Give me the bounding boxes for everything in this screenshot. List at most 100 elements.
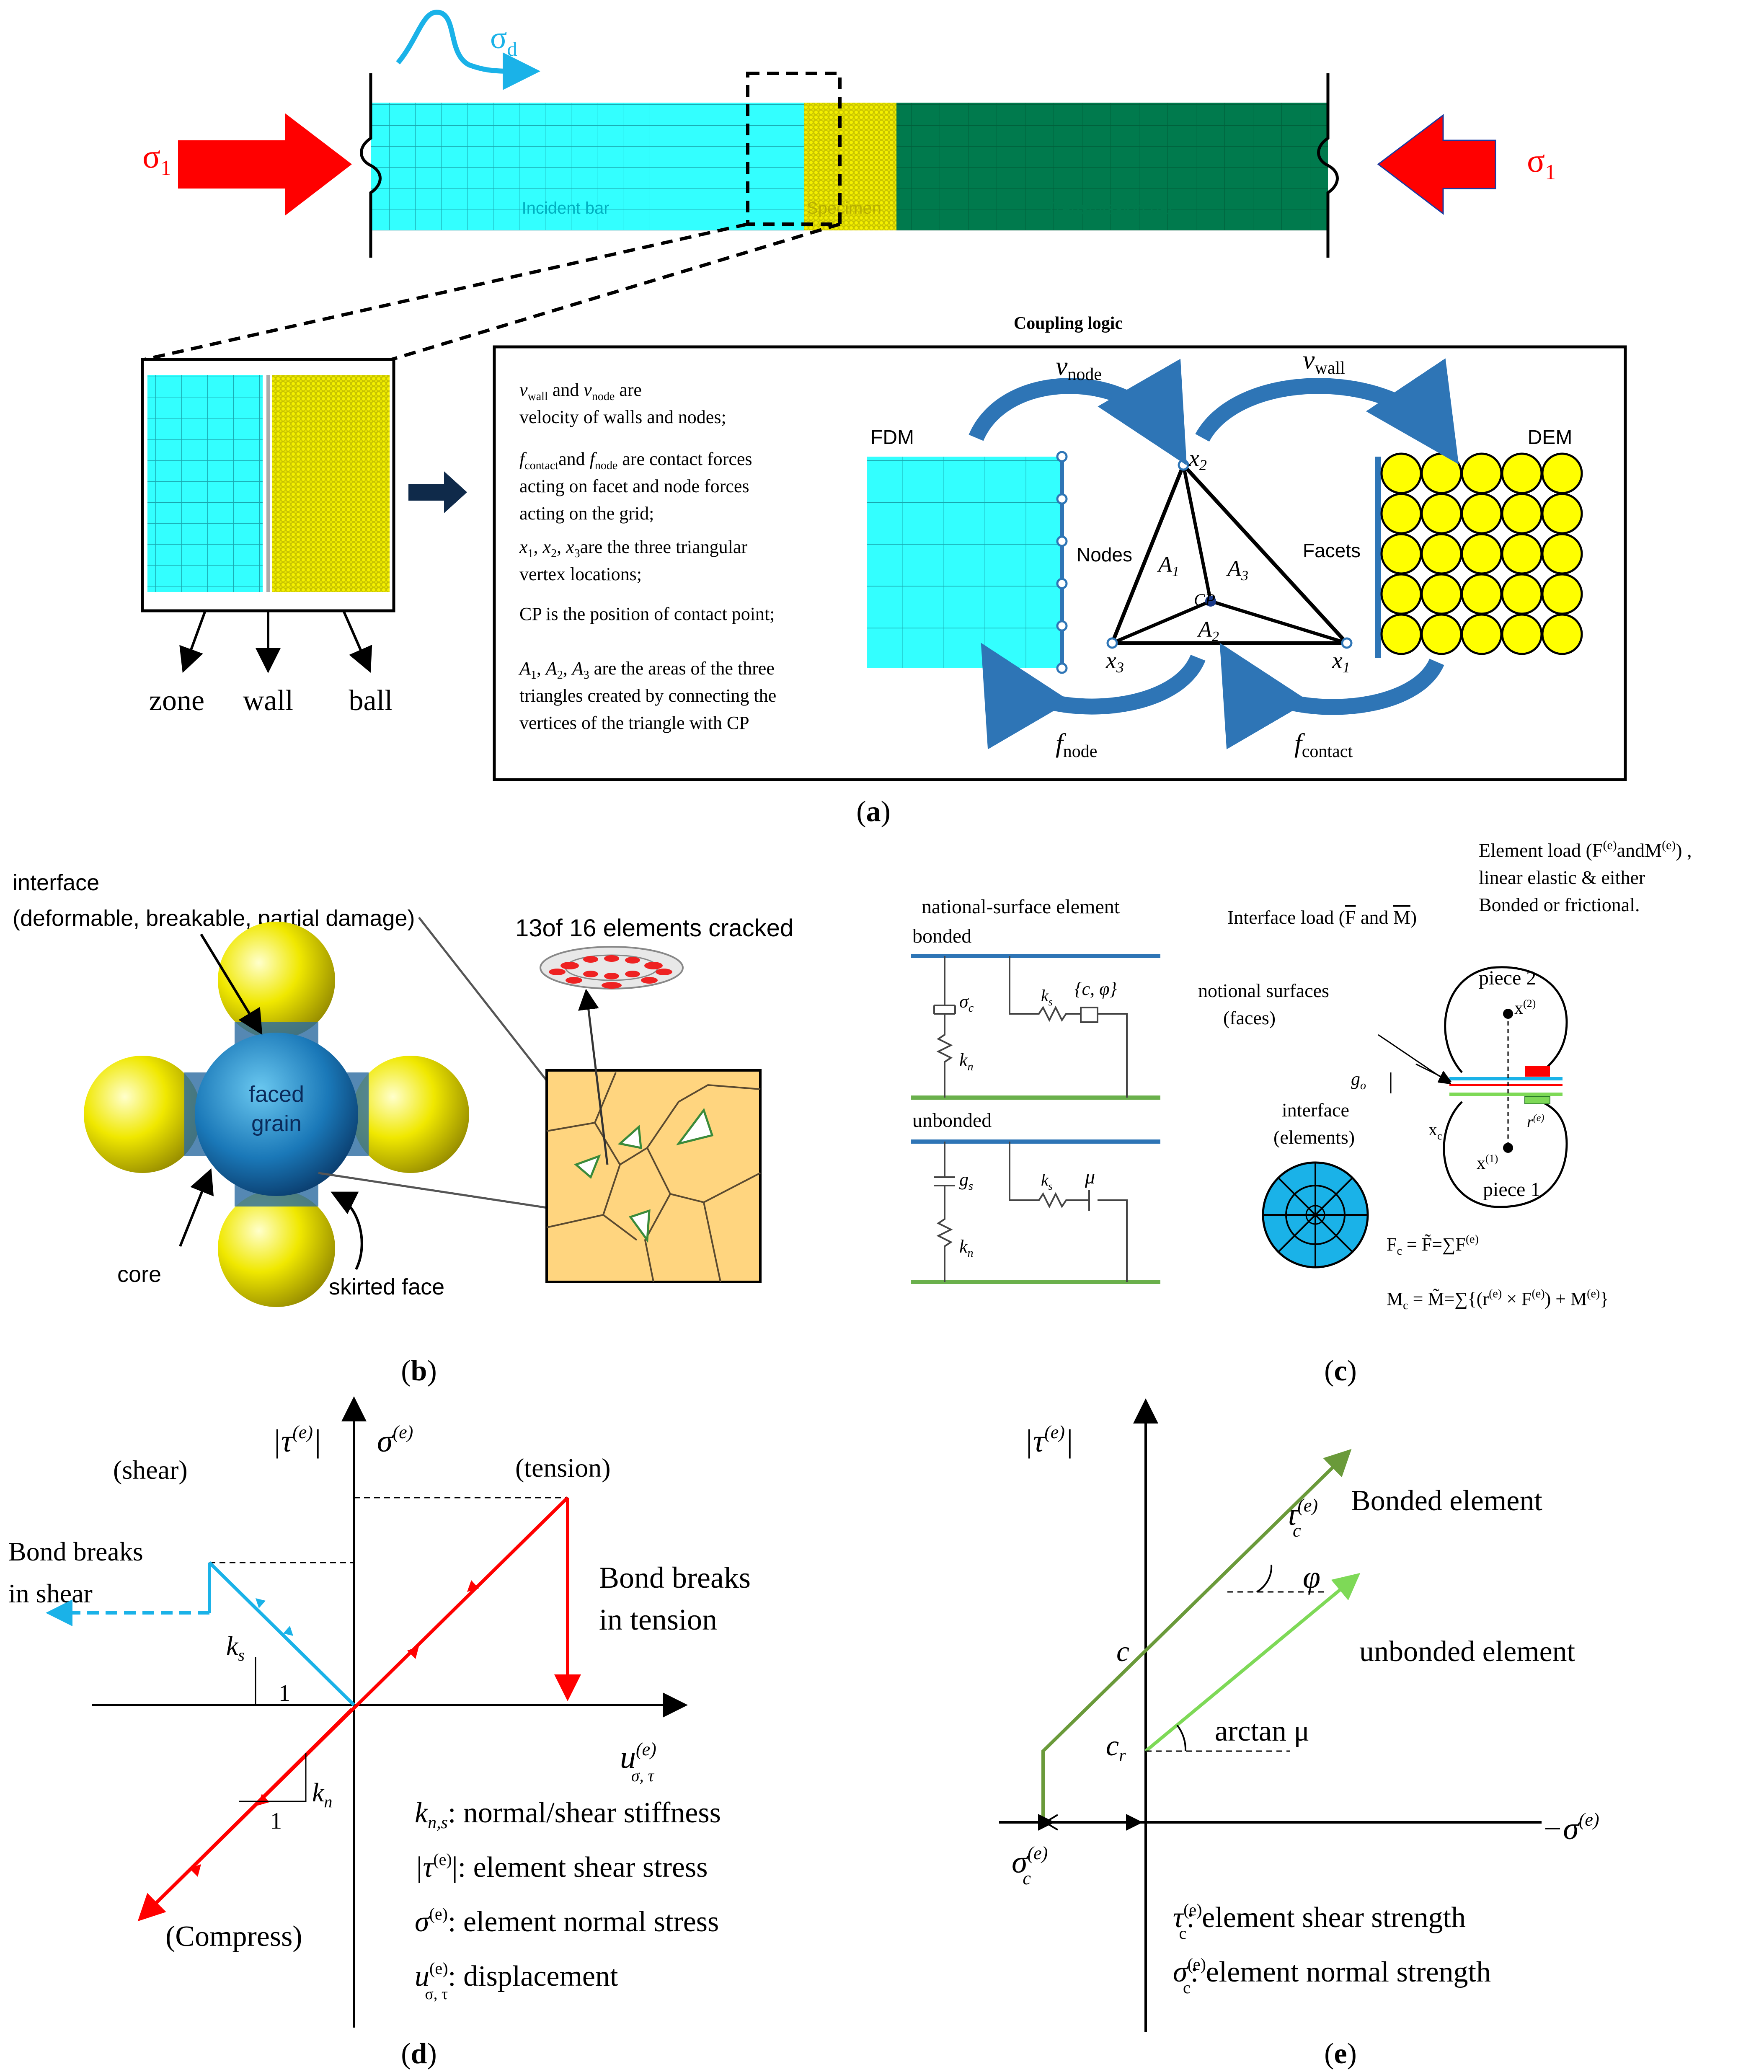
tau-axis-label: |τ(e)| [272,1422,322,1459]
caption-d: (d) [401,2038,437,2070]
crack-box [545,1069,762,1283]
unbonded-label: unbonded [912,1109,992,1132]
legend-e-1: τ(e)c: element shear strength [1173,1900,1466,1943]
fdm-node [1056,493,1068,505]
c-label: c [1116,1635,1129,1668]
dem-ball [1501,573,1543,615]
transition-arrow [408,471,467,513]
caption-b: (b) [401,1355,437,1387]
sigma-c-e-label: σ(e)c [1012,1843,1048,1889]
right-bar-end [1317,73,1339,258]
faced-label: faced [249,1082,304,1107]
ball-label: ball [349,685,393,717]
fdm-grid [867,457,1062,668]
v-wall-label: vwall [1303,345,1345,378]
legend-d-2: |τ(e)|: element shear stress [415,1850,708,1883]
bond-tension-1: Bond breaks [599,1561,751,1594]
dem-ball [1420,493,1462,535]
coupling-line: acting on facet and node forces [519,476,749,496]
caption-e: (e) [1324,2038,1357,2070]
piece1-label: piece 1 [1483,1178,1540,1201]
dem-ball [1501,533,1543,575]
coupling-line: x1, x2, x3are the three triangular [519,537,747,560]
bond-shear-1: Bond breaks [8,1537,143,1566]
sigma1-left: σ1 [142,138,171,180]
dem-ball [1380,613,1422,655]
interface-el-2: (elements) [1273,1126,1355,1148]
neg-sigma-label: −σ(e) [1542,1809,1599,1846]
interface-desc: (deformable, breakable, partial damage) [13,906,415,931]
sigma-c-label: σc [959,991,974,1015]
interface-label: interface [13,870,99,895]
national-surface-label: national-surface element [922,896,1120,918]
tau-c-label: τ(e)c [1286,1495,1318,1541]
coupling-line: CP is the position of contact point; [519,604,775,624]
fdm-node [1056,578,1068,589]
f-contact-label: fcontact [1294,728,1353,761]
dem-ball [1380,452,1422,494]
left-bar-end [360,73,382,258]
x2-label: x2 [1188,445,1207,473]
dem-ball [1541,533,1583,575]
bond-tension-2: in tension [599,1603,717,1636]
go-label: go [1351,1069,1366,1092]
fdm-label: FDM [870,426,914,449]
legend-d-3: σ(e): element normal stress [415,1904,719,1938]
bonded-element-label: Bonded element [1351,1485,1542,1517]
element-load-2: linear elastic & either [1479,867,1645,888]
sigma-axis-label: σ(e) [377,1422,413,1459]
dem-ball [1420,573,1462,615]
panel-a: σ1 σ1 σd Incident bar Specimen Transmiss… [141,10,1627,828]
dem-ball [1461,613,1503,655]
notional-surfaces-1: notional surfaces [1198,980,1329,1001]
shear-label: (shear) [113,1455,188,1485]
dem-ball [1541,452,1583,494]
coupling-line: vertex locations; [519,564,642,584]
panel-c: national-surface element bonded σc kn ks… [911,838,1692,1387]
transmission-bar-label: Transmission bar [1046,199,1174,217]
dem-ball [1541,613,1583,655]
a1-label: A1 [1157,552,1179,579]
coupling-title: Coupling logic [1014,314,1123,333]
u-axis-label: u(e)σ, τ [620,1739,656,1785]
interface-load: Interface load (F and M) [1227,907,1417,928]
cr-label: cr [1106,1730,1126,1765]
specimen-bar [804,103,896,230]
cracked-elements-disc [540,946,684,989]
coupling-line: acting on the grid; [519,503,654,524]
cracked-label: 13of 16 elements cracked [515,915,793,942]
fdm-node [1056,620,1068,632]
interface-el-1: interface [1282,1099,1349,1121]
dem-ball [1501,452,1543,494]
legend-e-2: σ(e)c: element normal strength [1173,1955,1491,1997]
kn2-label: kn [959,1236,974,1260]
interface-disc [1262,1161,1369,1269]
left-load-arrow [178,113,352,216]
sigma-d-label: σd [490,21,517,60]
fdm-node [1056,451,1068,462]
sigma1-right: σ1 [1527,142,1556,184]
ball-region [272,375,390,592]
f-contact-arrow [1219,643,1444,749]
coupling-line: velocity of walls and nodes; [519,407,726,427]
unbonded-element-label: unbonded element [1359,1635,1575,1668]
phi-label: φ [1303,1560,1320,1595]
specimen-label: Specimen [807,199,881,217]
stress-wave [396,10,516,74]
stress-wave-head [503,52,540,90]
one-lower: 1 [270,1808,282,1834]
mc-equation: Mc = M̃=∑{(r(e) × F(e)) + M(e)} [1387,1287,1609,1312]
zone-grid [147,375,263,592]
dem-ball [1420,533,1462,575]
incident-bar-label: Incident bar [522,199,609,217]
dem-ball [1380,533,1422,575]
transmission-bar [896,103,1328,230]
panel-e: |τ(e)| τ(e)c Bonded element unbonded ele… [999,1398,1599,2070]
piece2-label: piece 2 [1479,967,1536,989]
dem-ball [1461,573,1503,615]
dem-ball [1541,573,1583,615]
x1-label: x1 [1332,648,1350,676]
dem-ball [1380,573,1422,615]
caption-c: (c) [1324,1355,1357,1387]
